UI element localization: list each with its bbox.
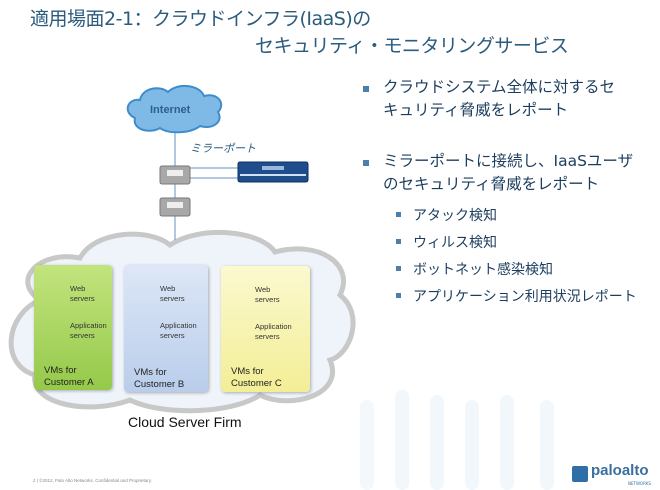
paloalto-logo-text: paloalto — [591, 462, 649, 479]
sub-bullet: ウィルス検知 — [413, 235, 497, 251]
sub-bullet-marker — [396, 212, 401, 217]
bullet-2-line2: のセキュリティ脅威をレポート — [383, 175, 600, 193]
web-label: Web — [70, 284, 86, 293]
app-label-2: servers — [255, 332, 280, 341]
footer-copyright: 2 | ©2012, Palo Alto Networks. Confident… — [33, 478, 152, 483]
sub-bullet-marker — [396, 239, 401, 244]
web-label-2: servers — [70, 294, 95, 303]
sub-bullet: アタック検知 — [413, 208, 497, 224]
web-label: Web — [160, 284, 176, 293]
customer-a-line2: Customer A — [44, 377, 94, 388]
app-label: Application — [70, 321, 107, 330]
web-label-2: servers — [255, 295, 280, 304]
cloud-server-firm-label: Cloud Server Firm — [128, 414, 242, 430]
app-label-2: servers — [160, 331, 185, 340]
bullet-1-line1: クラウドシステム全体に対するセ — [383, 78, 616, 96]
sub-bullet: アプリケーション利用状況レポート — [413, 289, 637, 305]
slide-title-line2: セキュリティ・モニタリングサービス — [255, 35, 569, 57]
customer-b-line2: Customer B — [134, 379, 185, 390]
switch-icon — [159, 165, 191, 185]
internet-label: Internet — [150, 104, 191, 116]
app-label: Application — [255, 322, 292, 331]
sub-bullet-marker — [396, 266, 401, 271]
bullet-marker — [363, 160, 369, 166]
paloalto-logo-sub: NETWORKS — [628, 481, 652, 486]
customer-c-line1: VMs for — [231, 366, 264, 377]
web-label-2: servers — [160, 294, 185, 303]
switch-icon — [159, 197, 191, 217]
internet-cloud-icon — [126, 84, 223, 134]
paloalto-logo-icon — [572, 466, 588, 482]
slide-title-line1: 適用場面2-1：クラウドインフラ(IaaS)の — [30, 8, 371, 30]
customer-b-line1: VMs for — [134, 367, 167, 378]
mirror-port-label: ミラーポート — [190, 142, 256, 155]
background-watermark — [360, 390, 554, 490]
app-label-2: servers — [70, 331, 95, 340]
bullet-1-line2: キュリティ脅威をレポート — [383, 101, 569, 119]
firewall-appliance-icon — [237, 161, 309, 183]
bullet-2-line1: ミラーポートに接続し、IaaSユーザ — [383, 152, 634, 170]
app-label: Application — [160, 321, 197, 330]
web-label: Web — [255, 285, 271, 294]
bullet-marker — [363, 86, 369, 92]
customer-a-line1: VMs for — [44, 365, 77, 376]
sub-bullet: ボットネット感染検知 — [413, 262, 553, 278]
sub-bullet-marker — [396, 293, 401, 298]
customer-c-line2: Customer C — [231, 378, 282, 389]
